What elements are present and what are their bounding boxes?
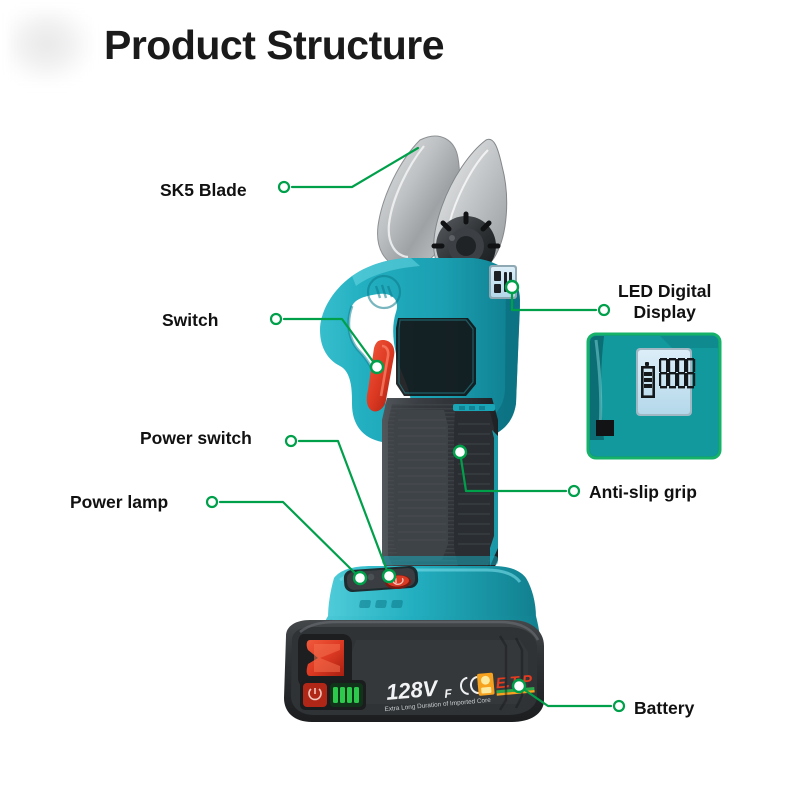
callout-target-anti-slip-grip[interactable]	[452, 444, 468, 460]
brand-emblem	[366, 274, 402, 310]
callout-leader-line-battery	[517, 684, 613, 708]
page-title: Product Structure	[104, 22, 445, 68]
callout-label-power-lamp[interactable]: Power lamp	[70, 492, 169, 512]
callout-leader-line-led-digital-display	[510, 285, 598, 312]
callout-target-switch[interactable]	[369, 359, 385, 375]
lcd-battery-icon	[641, 362, 655, 398]
callout-target-led-digital-display[interactable]	[504, 279, 520, 295]
callout-dot-switch[interactable]	[269, 312, 283, 326]
callout-label-led-line2: Display	[633, 301, 696, 322]
callout-label-led-digital-display[interactable]: LED Digital Display	[618, 281, 711, 322]
callout-target-battery[interactable]	[511, 678, 527, 694]
callout-label-led-line1: LED Digital	[618, 281, 712, 301]
battery-voltage-value: 128V	[385, 675, 441, 705]
callout-target-power-switch[interactable]	[381, 568, 397, 584]
callout-lines	[205, 146, 626, 713]
lcd-digit-group	[659, 358, 696, 389]
callout-leader-line-power-switch	[297, 439, 391, 578]
callout-label-battery[interactable]: Battery	[634, 698, 695, 718]
callout-dot-led-digital-display[interactable]	[597, 303, 611, 317]
callout-label-anti-slip-grip[interactable]: Anti-slip grip	[589, 482, 697, 502]
callout-dot-sk5-blade[interactable]	[277, 180, 291, 194]
callout-leader-line-sk5-blade	[290, 146, 420, 189]
callout-label-switch[interactable]: Switch	[162, 310, 219, 330]
battery-level-bars	[333, 687, 359, 703]
callout-leader-line-power-lamp	[218, 500, 362, 580]
svg-text:F: F	[444, 686, 453, 701]
callout-dot-anti-slip-grip[interactable]	[567, 484, 581, 498]
callout-label-sk5-blade[interactable]: SK5 Blade	[160, 180, 247, 200]
callout-leader-line-anti-slip-grip	[458, 450, 568, 493]
callout-target-power-lamp[interactable]	[352, 570, 368, 586]
led-display-zoom-inset	[586, 332, 722, 460]
battery-gauge	[300, 680, 366, 710]
callout-dot-battery[interactable]	[612, 699, 626, 713]
vent-slots	[359, 600, 403, 608]
callout-dot-power-switch[interactable]	[284, 434, 298, 448]
callout-label-power-switch[interactable]: Power switch	[140, 428, 252, 448]
callout-dot-power-lamp[interactable]	[205, 495, 219, 509]
battery-release-latch	[298, 634, 352, 688]
battery-pack: 128V F Extra Long Duration of Imported C…	[284, 620, 544, 722]
callout-leader-line-switch	[282, 317, 379, 369]
